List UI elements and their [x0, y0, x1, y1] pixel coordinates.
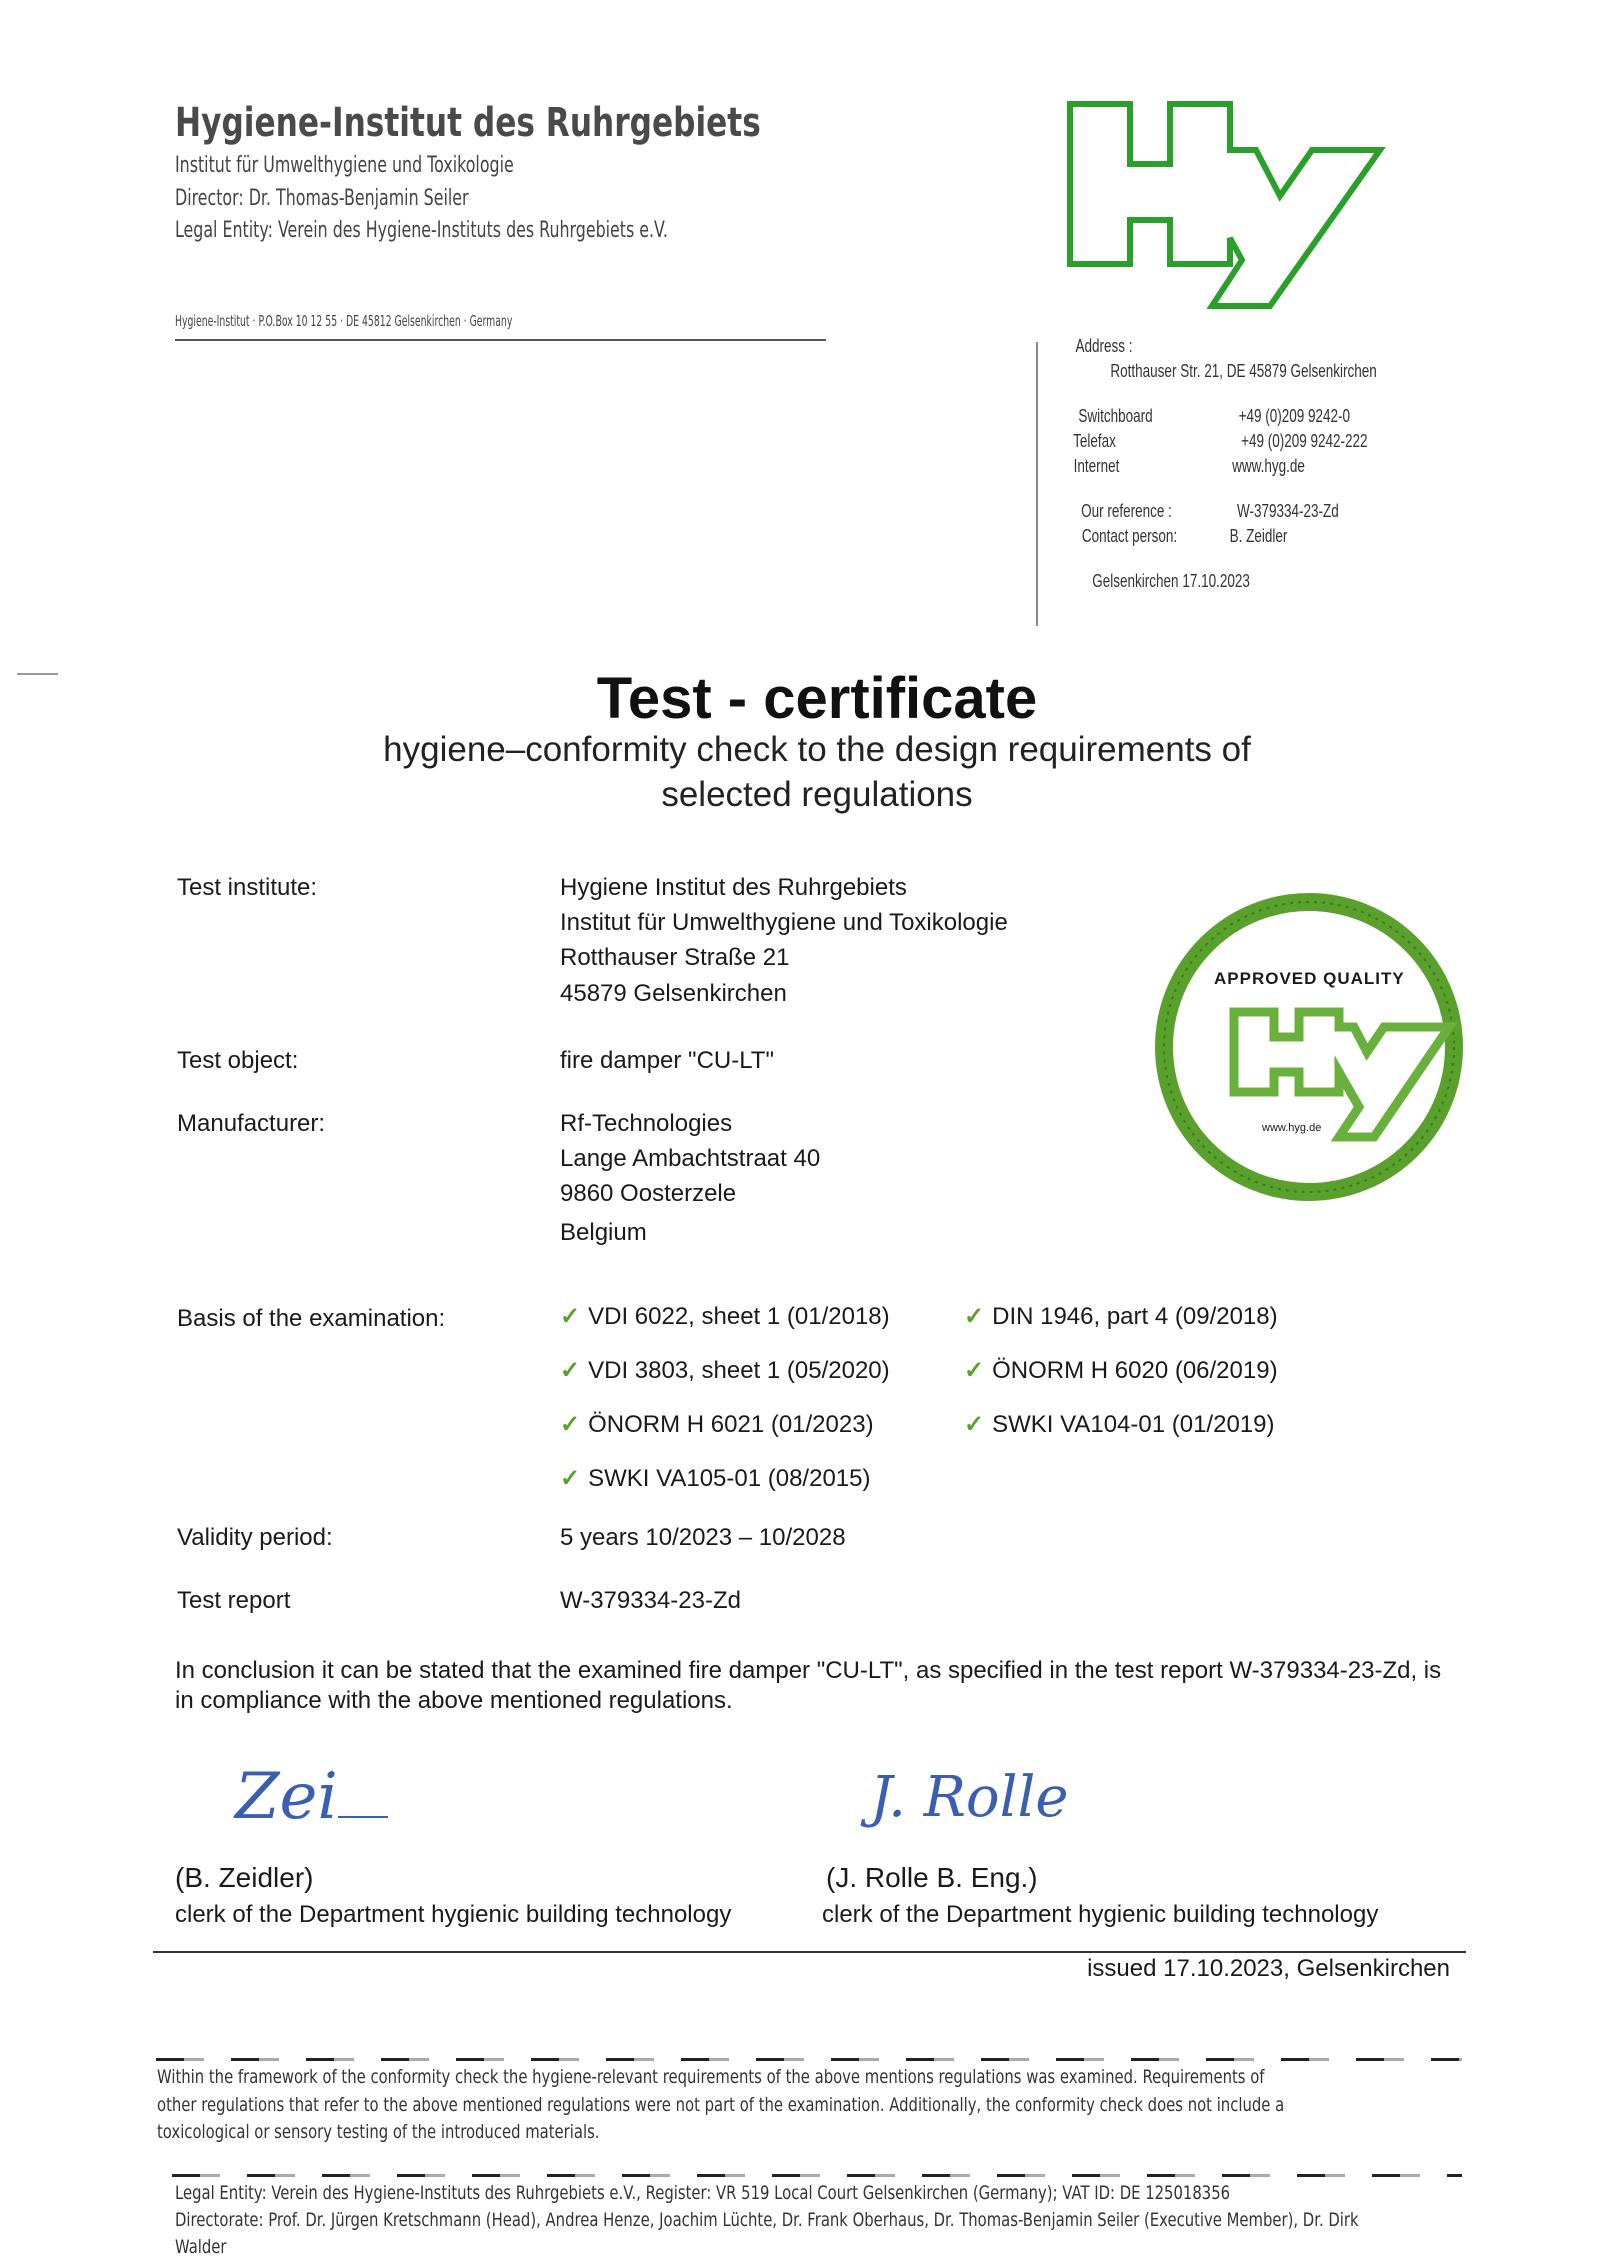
internet: www.hyg.de	[1232, 456, 1305, 476]
dashed-divider	[172, 2174, 1462, 2177]
footer-line: Directorate: Prof. Dr. Jürgen Kretschman…	[175, 2209, 1359, 2231]
manufacturer-line: Belgium	[560, 1219, 647, 1246]
basis-text: SWKI VA105-01 (08/2015)	[588, 1465, 871, 1492]
telefax-label: Telefax	[1073, 431, 1116, 451]
approved-quality-seal: APPROVED QUALITY www.hyg.de	[1149, 887, 1479, 1209]
divider	[153, 1951, 1466, 1953]
dashed-divider	[156, 2058, 1462, 2061]
reference: W-379334-23-Zd	[1236, 501, 1339, 521]
disclaimer-line: other regulations that refer to the abov…	[157, 2094, 1285, 2116]
basis-text: VDI 3803, sheet 1 (05/2020)	[588, 1357, 890, 1384]
test-institute-label: Test institute:	[177, 874, 318, 901]
basis-item: ✓ VDI 3803, sheet 1 (05/2020)	[560, 1356, 890, 1385]
validity: 5 years 10/2023 – 10/2028	[560, 1524, 846, 1551]
seal-url: www.hyg.de	[1262, 1122, 1322, 1134]
place-date: Gelsenkirchen 17.10.2023	[1092, 571, 1250, 591]
check-icon: ✓	[964, 1303, 985, 1330]
legal-entity: Legal Entity: Verein des Hygiene-Institu…	[175, 218, 668, 243]
signer-name: (J. Rolle B. Eng.)	[826, 1862, 1038, 1893]
test-institute-line: Hygiene Institut des Ruhrgebiets	[560, 874, 907, 901]
certificate-subtitle-2: selected regulations	[661, 775, 973, 814]
basis-text: SWKI VA104-01 (01/2019)	[992, 1411, 1275, 1438]
certificate-title: Test - certificate	[596, 666, 1038, 731]
report: W-379334-23-Zd	[560, 1587, 741, 1614]
seal-text: APPROVED QUALITY	[1214, 969, 1405, 988]
signer-role: clerk of the Department hygienic buildin…	[175, 1901, 732, 1928]
basis-item: ✓ SWKI VA104-01 (01/2019)	[964, 1410, 1274, 1439]
disclaimer-line: toxicological or sensory testing of the …	[157, 2121, 600, 2143]
test-institute-line: 45879 Gelsenkirchen	[560, 980, 787, 1007]
hy-logo	[1067, 101, 1386, 309]
signer-role: clerk of the Department hygienic buildin…	[822, 1901, 1379, 1928]
signer-name: (B. Zeidler)	[175, 1862, 314, 1893]
test-institute-line: Rotthauser Straße 21	[560, 944, 790, 971]
conclusion: In conclusion it can be stated that the …	[175, 1657, 1442, 1714]
telefax: +49 (0)209 9242-222	[1241, 431, 1368, 451]
manufacturer-label: Manufacturer:	[177, 1110, 326, 1137]
signature-zeidler: Zei	[235, 1760, 388, 1834]
switchboard: +49 (0)209 9242-0	[1238, 406, 1351, 426]
check-icon: ✓	[560, 1357, 581, 1384]
contact-person-label: Contact person:	[1081, 526, 1178, 546]
basis-item: ✓ ÖNORM H 6020 (06/2019)	[964, 1356, 1278, 1385]
fold-mark	[17, 673, 58, 675]
basis-item: ✓ SWKI VA105-01 (08/2015)	[560, 1464, 870, 1493]
institute-subtitle: Institut für Umwelthygiene und Toxikolog…	[175, 153, 514, 178]
manufacturer-line: Rf-Technologies	[560, 1110, 733, 1137]
basis-text: ÖNORM H 6021 (01/2023)	[588, 1411, 874, 1438]
contact-person: B. Zeidler	[1229, 526, 1288, 546]
basis-text: VDI 6022, sheet 1 (01/2018)	[588, 1303, 890, 1330]
basis-item: ✓ ÖNORM H 6021 (01/2023)	[560, 1410, 874, 1439]
footer-line: Legal Entity: Verein des Hygiene-Institu…	[175, 2182, 1231, 2204]
signature-rolle: J. Rolle	[870, 1765, 1069, 1830]
postal-address-line: Hygiene-Institut · P.O.Box 10 12 55 · DE…	[175, 312, 513, 330]
footer-line: Walder	[175, 2236, 227, 2258]
basis-label: Basis of the examination:	[177, 1305, 446, 1332]
test-object-label: Test object:	[177, 1047, 299, 1074]
test-institute-line: Institut für Umwelthygiene und Toxikolog…	[560, 909, 1008, 936]
basis-text: ÖNORM H 6020 (06/2019)	[992, 1357, 1278, 1384]
check-icon: ✓	[964, 1357, 985, 1384]
report-label: Test report	[177, 1587, 291, 1614]
certificate-subtitle-1: hygiene–conformity check to the design r…	[383, 730, 1251, 769]
internet-label: Internet	[1073, 456, 1120, 476]
switchboard-label: Switchboard	[1078, 406, 1153, 426]
check-icon: ✓	[560, 1411, 581, 1438]
basis-text: DIN 1946, part 4 (09/2018)	[992, 1303, 1278, 1330]
address-label: Address :	[1075, 336, 1133, 356]
institute-name: Hygiene-Institut des Ruhrgebiets	[175, 100, 761, 146]
divider	[175, 339, 826, 341]
issued-line: issued 17.10.2023, Gelsenkirchen	[1087, 1955, 1450, 1982]
disclaimer-line: Within the framework of the conformity c…	[157, 2066, 1265, 2088]
manufacturer-line: 9860 Oosterzele	[560, 1180, 737, 1207]
reference-label: Our reference :	[1081, 501, 1172, 521]
check-icon: ✓	[560, 1465, 581, 1492]
director: Director: Dr. Thomas-Benjamin Seiler	[175, 186, 469, 211]
address: Rotthauser Str. 21, DE 45879 Gelsenkirch…	[1110, 361, 1377, 381]
validity-label: Validity period:	[177, 1524, 333, 1551]
check-icon: ✓	[560, 1303, 581, 1330]
check-icon: ✓	[964, 1411, 985, 1438]
basis-item: ✓ DIN 1946, part 4 (09/2018)	[964, 1302, 1278, 1331]
test-object: fire damper "CU-LT"	[560, 1047, 774, 1074]
basis-item: ✓ VDI 6022, sheet 1 (01/2018)	[560, 1302, 890, 1331]
vertical-divider	[1036, 342, 1038, 626]
manufacturer-line: Lange Ambachtstraat 40	[560, 1145, 821, 1172]
